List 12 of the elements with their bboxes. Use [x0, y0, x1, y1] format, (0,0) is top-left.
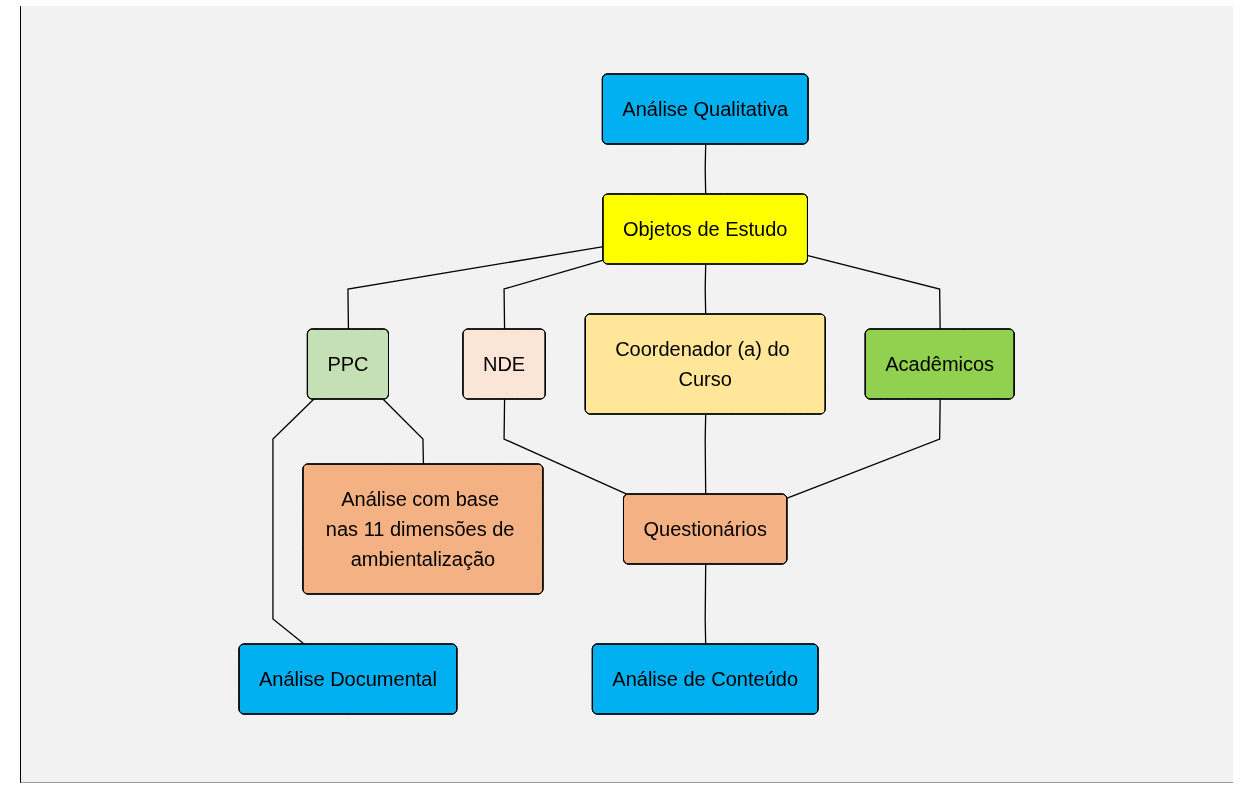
connector: [705, 143, 707, 196]
connector: [347, 246, 605, 331]
connector: [705, 413, 707, 496]
connector: [705, 263, 707, 316]
connector: [503, 259, 605, 331]
connector: [272, 398, 315, 646]
connector: [705, 563, 707, 646]
connector: [383, 398, 425, 466]
connector: [807, 255, 942, 331]
connector: [503, 398, 629, 496]
flowchart: Análise Qualitativa Objetos de Estudo PPC NDE Coordenador (a) do Curso Acadêmicos Análise com base nas 11 dimensões de ambientalização Questionários Análise Documental Análise de Conteúdo: [231, 6, 1023, 782]
connector: [787, 398, 942, 499]
